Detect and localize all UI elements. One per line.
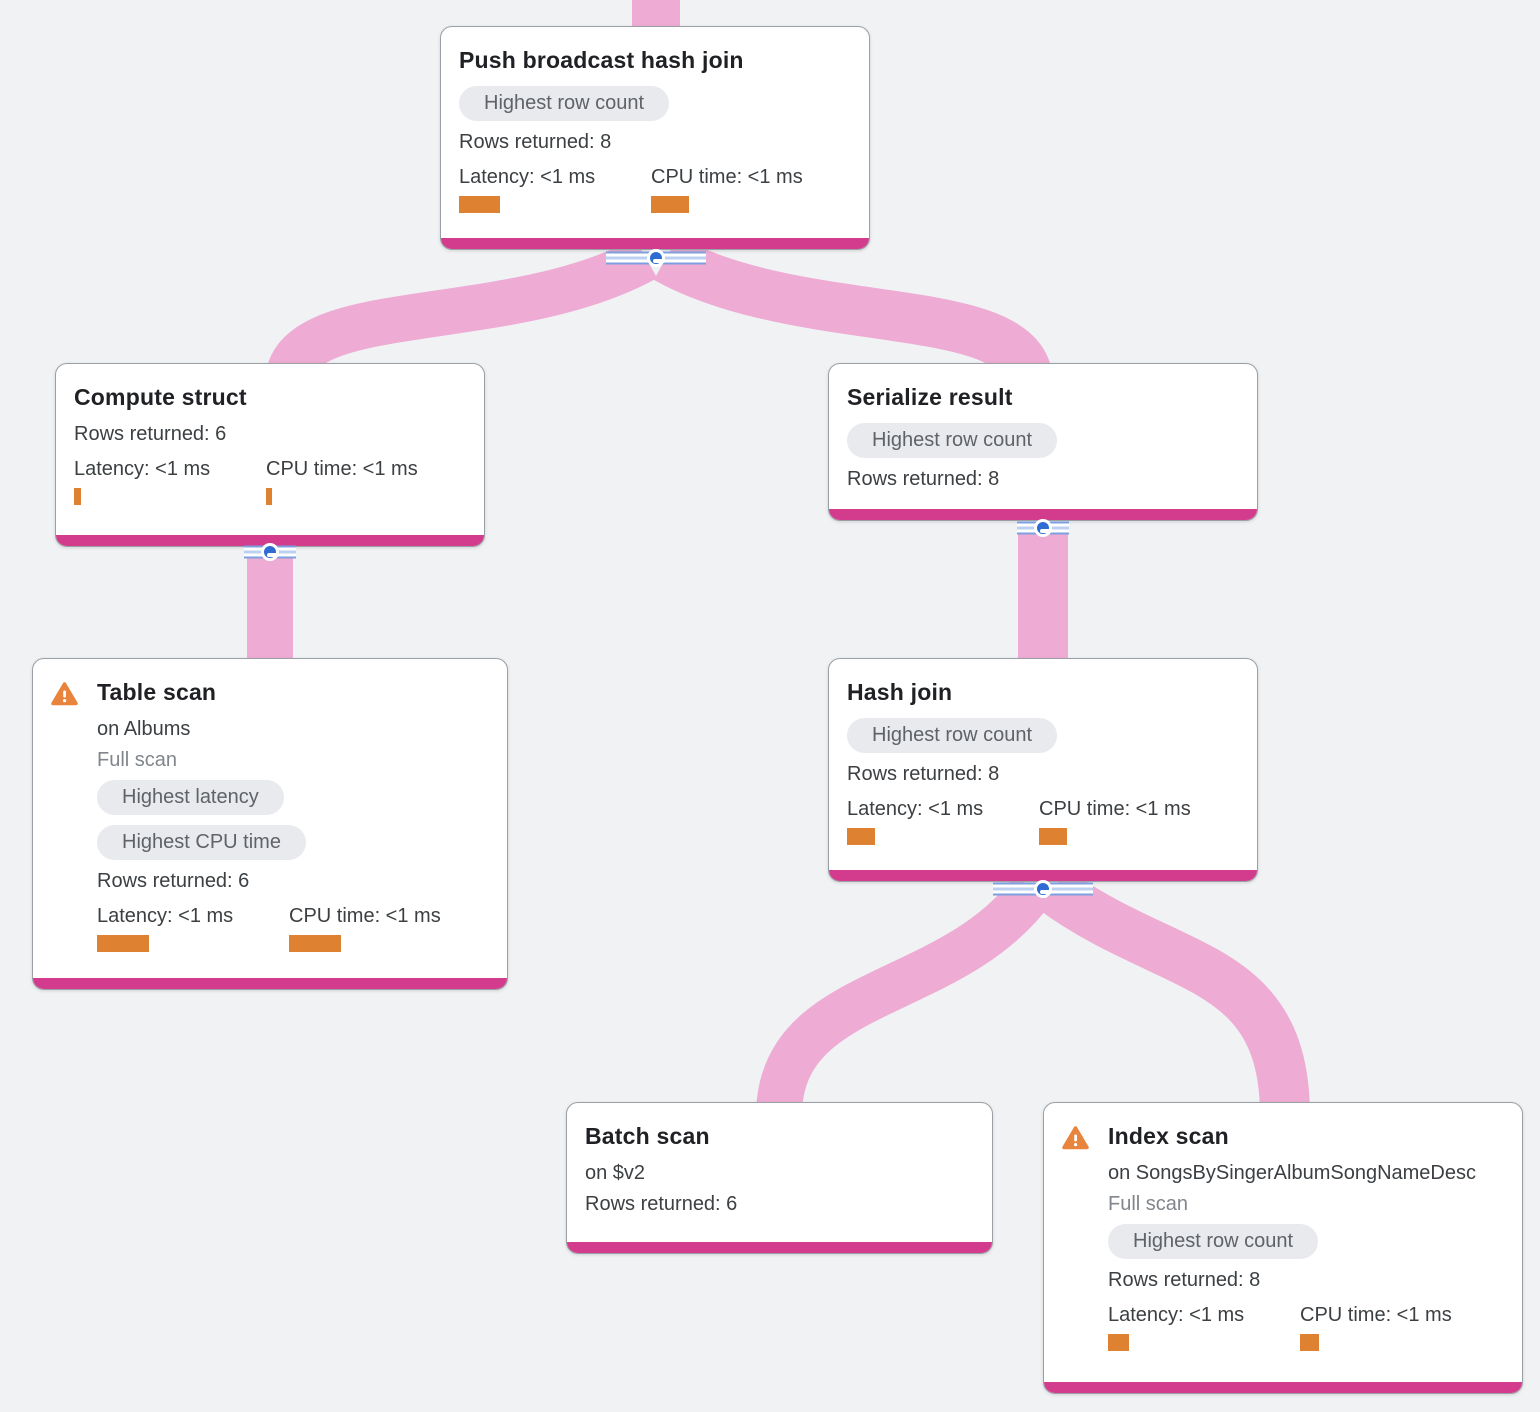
minus-icon — [1034, 519, 1052, 537]
cpu-metric: CPU time: <1 ms — [1300, 1304, 1492, 1351]
collapse-button-serialize-result[interactable] — [1017, 516, 1069, 540]
highest-row-count-badge: Highest row count — [847, 718, 1058, 753]
rows-returned: Rows returned: 8 — [459, 131, 612, 153]
node-title: Push broadcast hash join — [459, 47, 744, 73]
cpu-label: CPU time: <1 ms — [1039, 798, 1191, 820]
node-batch-scan[interactable]: Batch scan on $v2 Rows returned: 6 — [566, 1102, 993, 1254]
warning-icon — [1062, 1126, 1089, 1150]
cpu-metric: CPU time: <1 ms — [289, 905, 481, 952]
node-index-scan[interactable]: Index scan on SongsBySingerAlbumSongName… — [1043, 1102, 1523, 1394]
latency-metric: Latency: <1 ms — [459, 166, 651, 213]
minus-icon — [647, 249, 665, 267]
node-hash-join[interactable]: Hash join Highest row count Rows returne… — [828, 658, 1258, 882]
cpu-label: CPU time: <1 ms — [1300, 1304, 1452, 1326]
latency-label: Latency: <1 ms — [847, 798, 984, 820]
node-accent-strip — [441, 238, 869, 249]
highest-latency-badge: Highest latency — [97, 780, 284, 815]
cpu-label: CPU time: <1 ms — [266, 458, 418, 480]
edge-hash-join-to-index-scan — [1038, 868, 1310, 1117]
rows-returned: Rows returned: 8 — [1108, 1269, 1261, 1291]
node-accent-strip — [829, 509, 1257, 520]
node-accent-strip — [567, 1242, 992, 1253]
node-serialize-result[interactable]: Serialize result Highest row count Rows … — [828, 363, 1258, 521]
scan-target: on SongsBySingerAlbumSongNameDesc — [1108, 1162, 1476, 1184]
scan-target: on $v2 — [585, 1162, 646, 1184]
latency-metric: Latency: <1 ms — [74, 458, 266, 505]
node-title: Serialize result — [847, 384, 1013, 410]
edge-hash-join-to-batch-scan — [756, 875, 1052, 1118]
cpu-bar — [651, 196, 689, 213]
scan-type: Full scan — [97, 749, 178, 771]
highest-row-count-badge: Highest row count — [459, 86, 670, 121]
cpu-label: CPU time: <1 ms — [289, 905, 441, 927]
latency-label: Latency: <1 ms — [97, 905, 234, 927]
latency-bar — [74, 488, 81, 505]
highest-cpu-time-badge: Highest CPU time — [97, 825, 306, 860]
node-table-scan[interactable]: Table scan on Albums Full scan Highest l… — [32, 658, 508, 990]
rows-returned: Rows returned: 8 — [847, 763, 1000, 785]
latency-metric: Latency: <1 ms — [97, 905, 289, 952]
latency-label: Latency: <1 ms — [1108, 1304, 1245, 1326]
highest-row-count-badge: Highest row count — [1108, 1224, 1319, 1259]
minus-icon — [261, 543, 279, 561]
latency-bar — [1108, 1334, 1129, 1351]
node-title: Hash join — [847, 679, 953, 705]
rows-returned: Rows returned: 8 — [847, 468, 1000, 490]
collapse-button-push-broadcast-hash-join[interactable] — [606, 246, 706, 270]
latency-label: Latency: <1 ms — [459, 166, 596, 188]
scan-type: Full scan — [1108, 1193, 1189, 1215]
cpu-metric: CPU time: <1 ms — [1039, 798, 1231, 845]
latency-label: Latency: <1 ms — [74, 458, 211, 480]
latency-bar — [459, 196, 500, 213]
cpu-bar — [289, 935, 341, 952]
cpu-metric: CPU time: <1 ms — [266, 458, 458, 505]
node-accent-strip — [1044, 1382, 1522, 1393]
cpu-bar — [266, 488, 272, 505]
edge-root-to-compute-struct — [265, 237, 658, 387]
rows-returned: Rows returned: 6 — [97, 870, 250, 892]
node-accent-strip — [829, 870, 1257, 881]
cpu-metric: CPU time: <1 ms — [651, 166, 843, 213]
cpu-bar — [1039, 828, 1067, 845]
cpu-bar — [1300, 1334, 1319, 1351]
node-title: Index scan — [1108, 1123, 1229, 1149]
cpu-label: CPU time: <1 ms — [651, 166, 803, 188]
collapse-button-compute-struct[interactable] — [244, 540, 296, 564]
warning-icon — [51, 682, 78, 706]
edge-root-to-serialize-result — [653, 235, 1053, 387]
collapse-button-hash-join[interactable] — [993, 877, 1093, 901]
minus-icon — [1034, 880, 1052, 898]
rows-returned: Rows returned: 6 — [585, 1193, 738, 1215]
node-title: Batch scan — [585, 1123, 710, 1149]
node-compute-struct[interactable]: Compute struct Rows returned: 6 Latency:… — [55, 363, 485, 547]
node-title: Table scan — [97, 679, 217, 705]
scan-target: on Albums — [97, 718, 191, 740]
rows-returned: Rows returned: 6 — [74, 423, 227, 445]
node-title: Compute struct — [74, 384, 247, 410]
node-accent-strip — [33, 978, 507, 989]
node-accent-strip — [56, 535, 484, 546]
node-push-broadcast-hash-join[interactable]: Push broadcast hash join Highest row cou… — [440, 26, 870, 250]
highest-row-count-badge: Highest row count — [847, 423, 1058, 458]
latency-bar — [97, 935, 149, 952]
latency-metric: Latency: <1 ms — [1108, 1304, 1300, 1351]
latency-bar — [847, 828, 875, 845]
latency-metric: Latency: <1 ms — [847, 798, 1039, 845]
